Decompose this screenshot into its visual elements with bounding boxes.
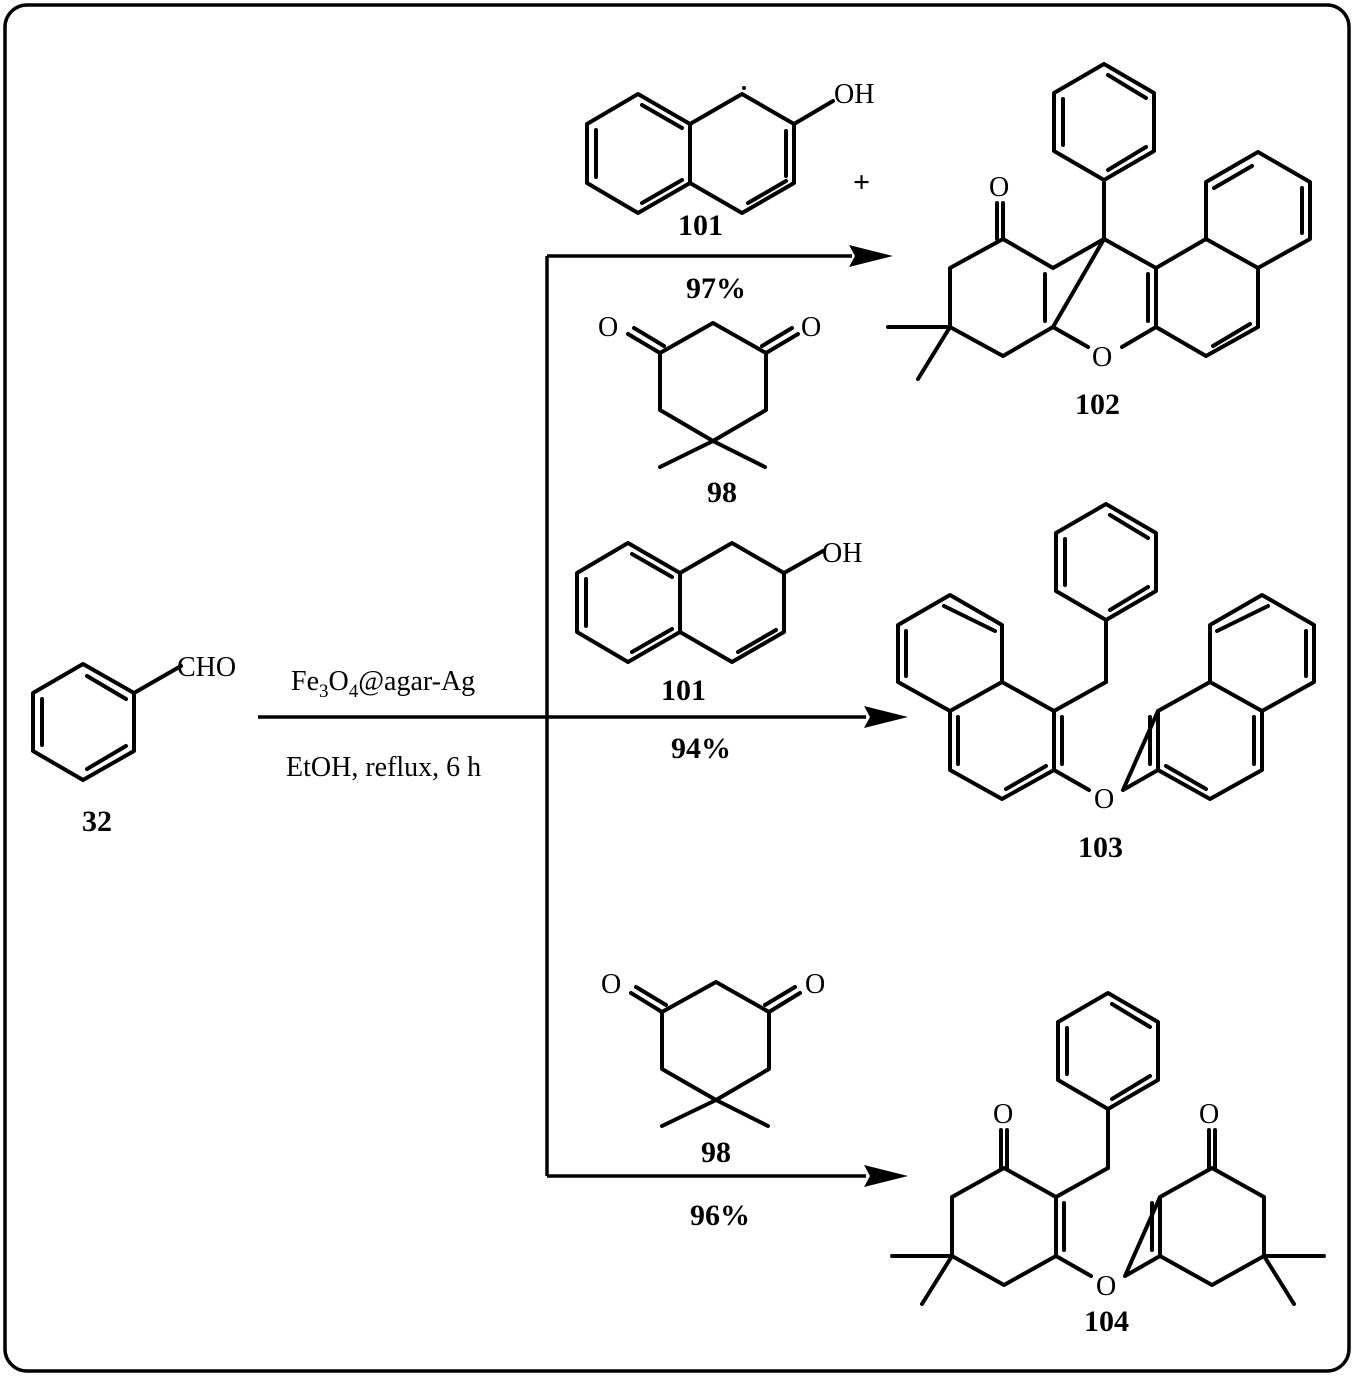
oxygen-label: O [801,312,821,343]
compound-label-104: 104 [1084,1305,1129,1338]
yield-102: 97% [686,272,746,305]
oxygen-label: O [598,312,618,343]
oxygen-label: O [601,969,621,1000]
naphthol-structure-top: OH 101 [585,79,874,242]
yield-104: 96% [690,1199,750,1232]
product-102-structure: O O 102 [886,62,1312,421]
compound-label-103: 103 [1078,831,1123,864]
ring-oxygen-label: O [1094,784,1114,815]
compound-label-32: 32 [82,805,112,838]
ring-oxygen-label: O [1096,1271,1116,1302]
carbonyl-oxygen-label: O [989,172,1009,203]
conditions-text: EtOH, reflux, 6 h [286,752,481,783]
product-103-structure: O 103 [896,502,1316,864]
compound-label-101-top: 101 [678,209,723,242]
ring-oxygen-label: O [1092,342,1112,373]
dimedone-structure-top: O O 98 [598,312,821,509]
compound-label-98-top: 98 [707,476,737,509]
compound-label-98-bottom: 98 [701,1136,731,1169]
dimedone-structure-bottom: O O 98 [601,969,825,1169]
benzaldehyde-structure: CHO 32 [31,652,236,838]
yield-103: 94% [671,732,731,765]
reaction-arrows [258,245,908,1187]
naphthol-structure-mid: OH 101 [575,538,862,707]
reagent-text: Fe3O4@agar-Ag [291,666,475,702]
oxygen-label: O [805,969,825,1000]
carbonyl-oxygen-label: O [993,1099,1013,1130]
product-104-structure: O O O 104 [890,991,1326,1338]
plus-sign: + [853,166,870,199]
hydroxyl-label-mid: OH [822,538,862,569]
hydroxyl-label-top: OH [834,79,874,110]
scheme-frame [3,3,1351,1373]
compound-label-102: 102 [1075,388,1120,421]
carbonyl-oxygen-label: O [1199,1099,1219,1130]
compound-label-101-mid: 101 [661,674,706,707]
aldehyde-group-label: CHO [177,652,236,683]
